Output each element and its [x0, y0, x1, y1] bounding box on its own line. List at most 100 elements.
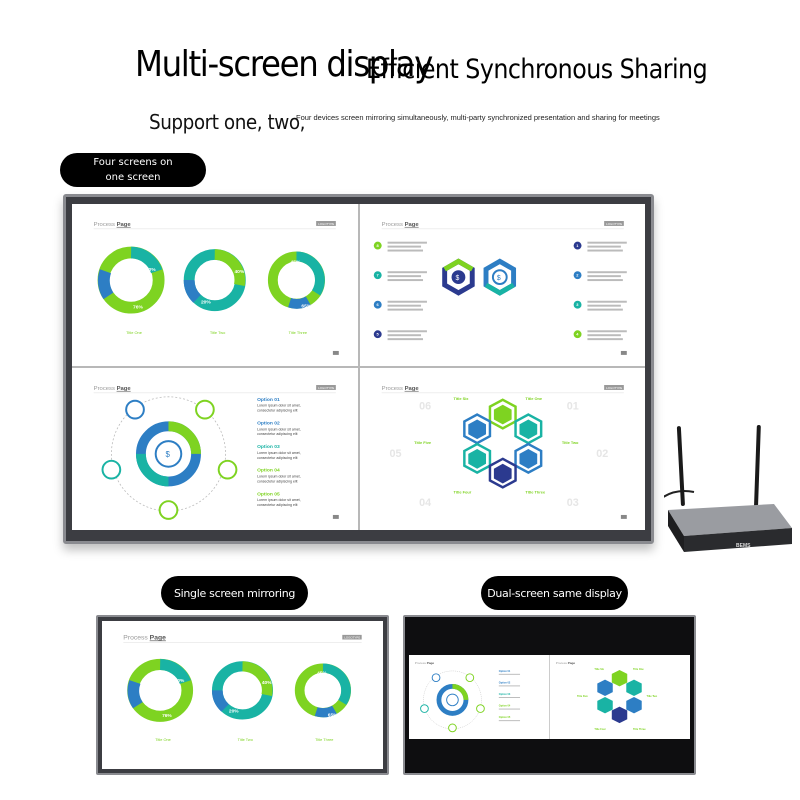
slide-hex-flow: Process Page LOGOTYPE $ $ 8 1 7 2 6 — [359, 204, 645, 366]
svg-text:80%: 80% — [175, 678, 185, 684]
svg-text:Title Three: Title Three — [633, 728, 646, 731]
svg-text:05: 05 — [389, 448, 401, 460]
dual-right-hex: Process Page Title Six Title One Title F… — [556, 661, 658, 731]
svg-text:Lorem ipsum dolor sit amet,: Lorem ipsum dolor sit amet, — [257, 498, 301, 502]
svg-text:7: 7 — [376, 273, 379, 278]
svg-text:consectetur adipiscing elit: consectetur adipiscing elit — [257, 503, 297, 507]
svg-text:Lorem ipsum dolor sit amet,: Lorem ipsum dolor sit amet, — [257, 427, 301, 431]
svg-text:Option 02: Option 02 — [257, 420, 280, 426]
svg-text:Title Three: Title Three — [289, 330, 308, 335]
dual-screen-strip: Process Page Option 01 Option 02 Option … — [409, 655, 690, 739]
svg-text:Process Page: Process Page — [381, 386, 419, 392]
svg-text:Title Five: Title Five — [577, 695, 588, 698]
slide-hex-cluster: Process Page LOGOTYPE — [359, 368, 645, 530]
hex-cluster-graphic: Process Page LOGOTYPE — [381, 385, 627, 519]
subtitle-support: Support one, two, — [149, 110, 306, 134]
svg-text:Lorem ipsum dolor sit amet,: Lorem ipsum dolor sit amet, — [257, 451, 301, 455]
svg-text:20%: 20% — [201, 300, 211, 306]
single-screen-tv: Process Page LOGOTYPE 80% 76% 40% 20% 45… — [96, 615, 389, 775]
svg-text:consectetur adipiscing elit: consectetur adipiscing elit — [257, 479, 297, 483]
svg-text:02: 02 — [596, 448, 608, 460]
svg-text:Title Two: Title Two — [238, 738, 253, 742]
svg-text:Title Six: Title Six — [453, 396, 469, 401]
svg-text:LOGOTYPE: LOGOTYPE — [606, 222, 622, 226]
svg-text:03: 03 — [566, 497, 578, 509]
svg-text:80%: 80% — [146, 267, 156, 273]
dual-screen-tv: Process Page Option 01 Option 02 Option … — [403, 615, 696, 775]
main-tv: Process Page LOGOTYPE 80% 76% 40% 20% 45… — [63, 194, 654, 544]
svg-text:consectetur adipiscing elit: consectetur adipiscing elit — [257, 409, 297, 413]
dual-left-half: Process Page Option 01 Option 02 Option … — [409, 655, 549, 739]
svg-text:Option 05: Option 05 — [499, 716, 511, 719]
svg-text:Title One: Title One — [126, 330, 142, 335]
svg-text:Lorem ipsum dolor sit amet,: Lorem ipsum dolor sit amet, — [257, 404, 301, 408]
svg-text:Option 02: Option 02 — [499, 681, 511, 684]
svg-text:Title Three: Title Three — [315, 738, 333, 742]
svg-text:$: $ — [166, 450, 171, 459]
svg-text:Option 03: Option 03 — [499, 693, 511, 696]
svg-text:Title One: Title One — [633, 668, 644, 671]
svg-text:06: 06 — [419, 401, 431, 413]
router-graphic: BEMS — [658, 425, 792, 552]
wireless-router: BEMS — [658, 420, 794, 560]
headline-sync-sharing: Efficient Synchronous Sharing — [366, 54, 708, 85]
donut-slide-graphic: Process Page LOGOTYPE 80% 76% 40% 20% 45… — [93, 221, 339, 355]
slide-options: Process Page LOGOTYPE $ Option 01 Option… — [72, 368, 358, 530]
svg-text:04: 04 — [419, 497, 431, 509]
dual-left-options: Process Page Option 01 Option 02 Option … — [415, 661, 521, 733]
dual-right-half: Process Page Title Six Title One Title F… — [550, 655, 690, 739]
label-single-screen: Single screen mirroring — [161, 576, 308, 610]
svg-text:65%: 65% — [328, 712, 338, 718]
svg-text:76%: 76% — [133, 305, 143, 311]
slide-donuts: Process Page LOGOTYPE 80% 76% 40% 20% 45… — [72, 204, 358, 366]
svg-text:Lorem ipsum dolor sit amet,: Lorem ipsum dolor sit amet, — [257, 475, 301, 479]
svg-text:Process Page: Process Page — [94, 222, 132, 228]
svg-text:Option 01: Option 01 — [257, 397, 280, 403]
label-four-screens: Four screens on one screen — [60, 153, 206, 187]
svg-text:LOGOTYPE: LOGOTYPE — [318, 386, 334, 390]
svg-text:LOGOTYPE: LOGOTYPE — [344, 636, 360, 640]
svg-text:Title Two: Title Two — [210, 330, 226, 335]
svg-text:76%: 76% — [162, 713, 172, 719]
svg-text:Option 03: Option 03 — [257, 444, 280, 450]
svg-text:Title Two: Title Two — [647, 695, 658, 698]
svg-text:8: 8 — [376, 243, 379, 248]
svg-text:consectetur adipiscing elit: consectetur adipiscing elit — [257, 432, 297, 436]
svg-text:20%: 20% — [229, 709, 239, 715]
single-screen-donuts: Process Page LOGOTYPE 80% 76% 40% 20% 45… — [123, 635, 362, 742]
svg-text:1: 1 — [576, 243, 579, 248]
label-dual-screen: Dual-screen same display — [481, 576, 628, 610]
svg-text:4: 4 — [576, 332, 579, 337]
svg-text:Option 05: Option 05 — [257, 491, 280, 497]
svg-text:Process Page: Process Page — [123, 635, 166, 642]
single-screen: Process Page LOGOTYPE 80% 76% 40% 20% 45… — [102, 621, 383, 769]
svg-text:$: $ — [496, 275, 500, 282]
svg-text:$: $ — [455, 275, 459, 282]
svg-text:LOGOTYPE: LOGOTYPE — [606, 386, 622, 390]
svg-text:Title Five: Title Five — [414, 440, 432, 445]
svg-text:LOGOTYPE: LOGOTYPE — [318, 222, 334, 226]
svg-text:Title Four: Title Four — [594, 728, 605, 731]
svg-text:Process Page: Process Page — [94, 386, 132, 392]
svg-text:Title One: Title One — [155, 738, 170, 742]
dual-screen: Process Page Option 01 Option 02 Option … — [409, 621, 690, 769]
svg-text:Title Two: Title Two — [561, 440, 578, 445]
svg-text:Title One: Title One — [525, 396, 543, 401]
hex-flow-graphic: Process Page LOGOTYPE $ $ 8 1 7 2 6 — [373, 221, 627, 355]
options-graphic: Process Page LOGOTYPE $ Option 01 Option… — [93, 385, 339, 520]
headline-multiscreen: Multi-screen display — [135, 44, 433, 85]
svg-text:Title Six: Title Six — [594, 668, 604, 671]
svg-text:5: 5 — [376, 332, 379, 337]
svg-text:45%: 45% — [291, 259, 301, 265]
svg-text:6: 6 — [376, 302, 379, 307]
svg-text:40%: 40% — [262, 680, 272, 686]
svg-text:Option 01: Option 01 — [499, 670, 511, 673]
svg-text:45%: 45% — [317, 671, 327, 677]
svg-text:2: 2 — [576, 273, 579, 278]
svg-text:Process Page: Process Page — [381, 222, 419, 228]
svg-text:Title Four: Title Four — [453, 489, 471, 494]
svg-text:consectetur adipiscing elit: consectetur adipiscing elit — [257, 456, 297, 460]
svg-text:65%: 65% — [301, 304, 311, 310]
svg-text:Option 04: Option 04 — [257, 468, 280, 474]
subtitle-detail: Four devices screen mirroring simultaneo… — [296, 113, 660, 122]
